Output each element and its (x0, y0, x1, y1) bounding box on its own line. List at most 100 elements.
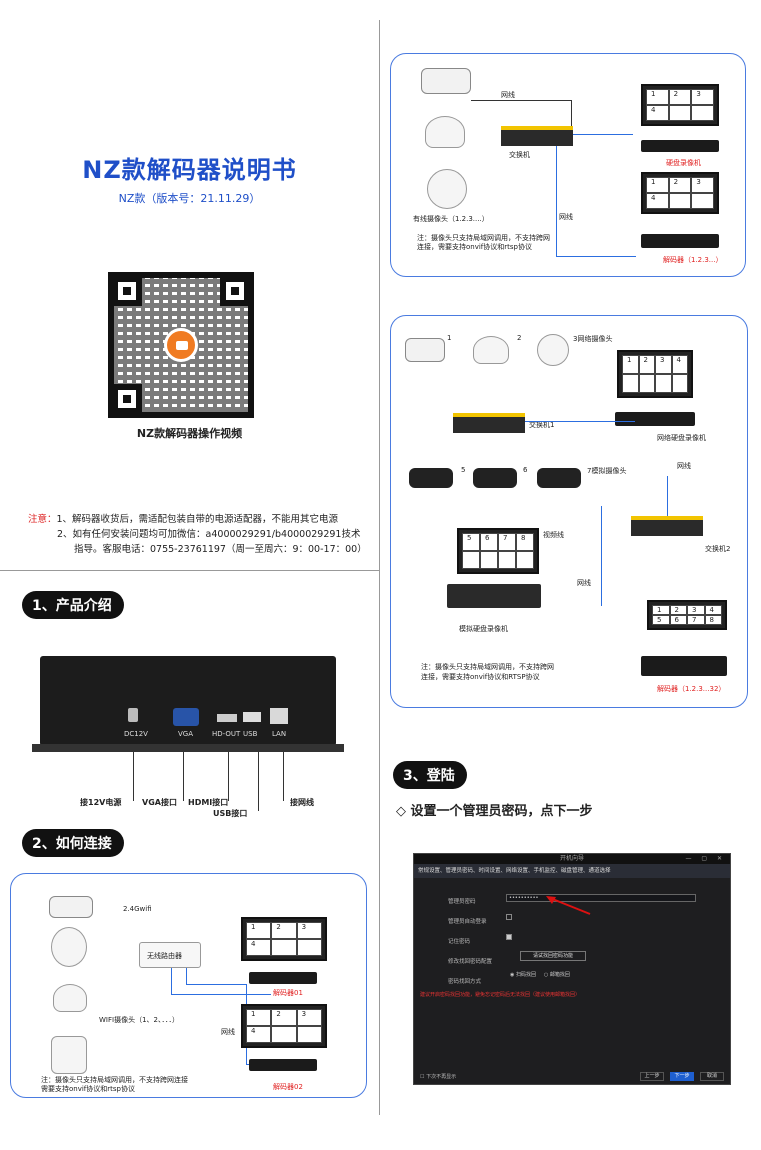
note-1: 1、解码器收货后，需适配包装自带的电源适配器，不能用其它电源 (56, 514, 339, 525)
wired-note: 注：摄像头只支持局域网调用，不支持跨网 连接，需要支持onvif协议和rtsp协… (417, 234, 550, 251)
window-titlebar: 开机向导 — ▢ ✕ (414, 854, 730, 864)
camera-icon (537, 334, 569, 366)
auto-login-checkbox[interactable] (506, 914, 512, 920)
camera-icon (421, 68, 471, 94)
decoder-02-label: 解码器02 (273, 1083, 303, 1091)
step-instruction: ◇ 设置一个管理员密码，点下一步 (396, 804, 593, 819)
port-label-usb: USB (243, 730, 258, 738)
decoder-label: 解码器（1.2.3...） (663, 256, 723, 264)
router-label: 无线路由器 (147, 952, 182, 960)
cam-6-label: 6 (523, 466, 528, 474)
qr-code-image (108, 272, 254, 418)
note-3: 指导。客服电话：0755-23761197（周一至周六：9：00-17：00） (74, 544, 367, 555)
skip-checkbox[interactable]: ☐ 下次不再显示 (420, 1074, 457, 1080)
label-vga: VGA接口 (142, 798, 177, 807)
line-label: 网线 (677, 462, 691, 470)
cam-1-label: 1 (447, 334, 452, 342)
label-usb: USB接口 (213, 809, 248, 818)
doc-title: NZ款解码器说明书 (82, 156, 297, 184)
camera-icon (53, 984, 87, 1012)
label-recovery-method: 密码找回方式 (448, 979, 482, 985)
option-email[interactable]: 邮箱找回 (549, 972, 570, 978)
label-power: 接12V电源 (80, 798, 122, 807)
port-label-lan: LAN (272, 730, 287, 738)
cam-5-label: 5 (461, 466, 466, 474)
recovery-options[interactable]: ◉ 扫码找回 ○ 邮箱找回 (510, 972, 570, 978)
remember-checkbox[interactable] (506, 934, 512, 940)
cam-3-label: 3网络摄像头 (573, 335, 613, 343)
section-1-title: 1、产品介绍 (22, 591, 124, 619)
nvr-label: 硬盘录像机 (666, 159, 701, 167)
switch-2-label: 交换机2 (705, 545, 731, 553)
mixed-note: 注：摄像头只支持局域网调用，不支持跨网 连接，需要支持onvif协议和RTSP协… (421, 663, 554, 681)
notes-lead: 注意： (28, 514, 57, 525)
setup-wizard-window: 开机向导 — ▢ ✕ 常规设置、管理员密码、时间设置、网络设置、手机监控、磁盘管… (413, 853, 731, 1085)
label-lan: 接网线 (290, 798, 314, 807)
option-scan[interactable]: 扫码找回 (515, 972, 536, 978)
analog-nvr-icon (447, 584, 541, 608)
qr-caption: NZ款解码器操作视频 (136, 427, 243, 440)
config-button[interactable]: 请试找回密码功能 (520, 951, 586, 961)
switch-label: 交换机 (509, 151, 530, 159)
switch-1-label: 交换机1 (529, 421, 555, 429)
line-label: 网线 (501, 91, 515, 99)
notes: 注意：1、解码器收货后，需适配包装自带的电源适配器，不能用其它电源 2、如有任何… (28, 512, 373, 557)
port-label-dc: DC12V (124, 730, 148, 738)
analog-nvr-label: 模拟硬盘录像机 (459, 625, 508, 633)
wifi-cams-label: WIFI摄像头（1、2、．．．） (99, 1016, 179, 1024)
line2-label: 网线 (577, 579, 591, 587)
camera-icon (427, 169, 467, 209)
analog-camera-icon (409, 468, 453, 488)
label-remember: 记住密码 (448, 939, 471, 945)
analog-camera-icon (537, 468, 581, 488)
label-recovery-config: 修改找回密码配置 (448, 959, 493, 965)
horizontal-divider (0, 570, 379, 571)
video-line-label: 视频线 (543, 531, 564, 539)
window-title: 开机向导 (559, 855, 584, 862)
video-camera-icon (164, 328, 198, 362)
label-admin-password: 管理员密码 (448, 899, 476, 905)
section-3-title: 3、登陆 (393, 761, 467, 789)
cam-2-label: 2 (517, 334, 522, 342)
warning-text: 建议开启密码找回功能，避免忘记密码后无法找回（建议使用邮箱找回） (420, 992, 581, 998)
skip-label: 下次不再显示 (426, 1074, 457, 1080)
field-labels: 管理员密码 管理员自动登录 记住密码 修改找回密码配置 密码找回方式 (448, 892, 492, 992)
nvr-label: 网络硬盘录像机 (657, 434, 706, 442)
router-icon (139, 942, 201, 968)
line-label: 网线 (221, 1028, 235, 1036)
section-2-title: 2、如何连接 (22, 829, 124, 857)
switch-1-icon (453, 413, 525, 433)
label-auto-login: 管理员自动登录 (448, 919, 487, 925)
prev-button[interactable]: 上一步 (640, 1072, 664, 1081)
cam-7-label: 7模拟摄像头 (587, 467, 627, 475)
switch-icon (501, 126, 573, 146)
camera-icon (473, 336, 509, 364)
next-button[interactable]: 下一步 (670, 1072, 694, 1081)
password-input[interactable]: •••••••••• (506, 894, 696, 902)
red-arrow-icon (546, 896, 591, 915)
wired-cams-label: 有线摄像头（1.2.3....） (413, 215, 489, 223)
line2-label: 网线 (559, 213, 573, 221)
wizard-tabs[interactable]: 常规设置、管理员密码、时间设置、网络设置、手机监控、磁盘管理、通道选择 (414, 864, 730, 878)
doc-subtitle: NZ款（版本号：21.11.29） (118, 192, 261, 205)
port-label-hd: HD-OUT (212, 730, 241, 738)
wifi-note: 注：摄像头只支持局域网调用，不支持跨网连接 需要支持onvif协议和rtsp协议 (41, 1076, 188, 1093)
camera-icon (51, 1036, 87, 1074)
cancel-button[interactable]: 取消 (700, 1072, 724, 1081)
note-2: 2、如有任何安装问题均可加微信：a4000029291/b4000029291技… (57, 529, 361, 540)
decoder-device-image: DC12V VGA HD-OUT USB LAN (32, 656, 344, 752)
window-controls-icon[interactable]: — ▢ ✕ (685, 855, 726, 862)
camera-icon (425, 116, 465, 148)
port-label-vga: VGA (178, 730, 194, 738)
camera-icon (51, 927, 87, 967)
